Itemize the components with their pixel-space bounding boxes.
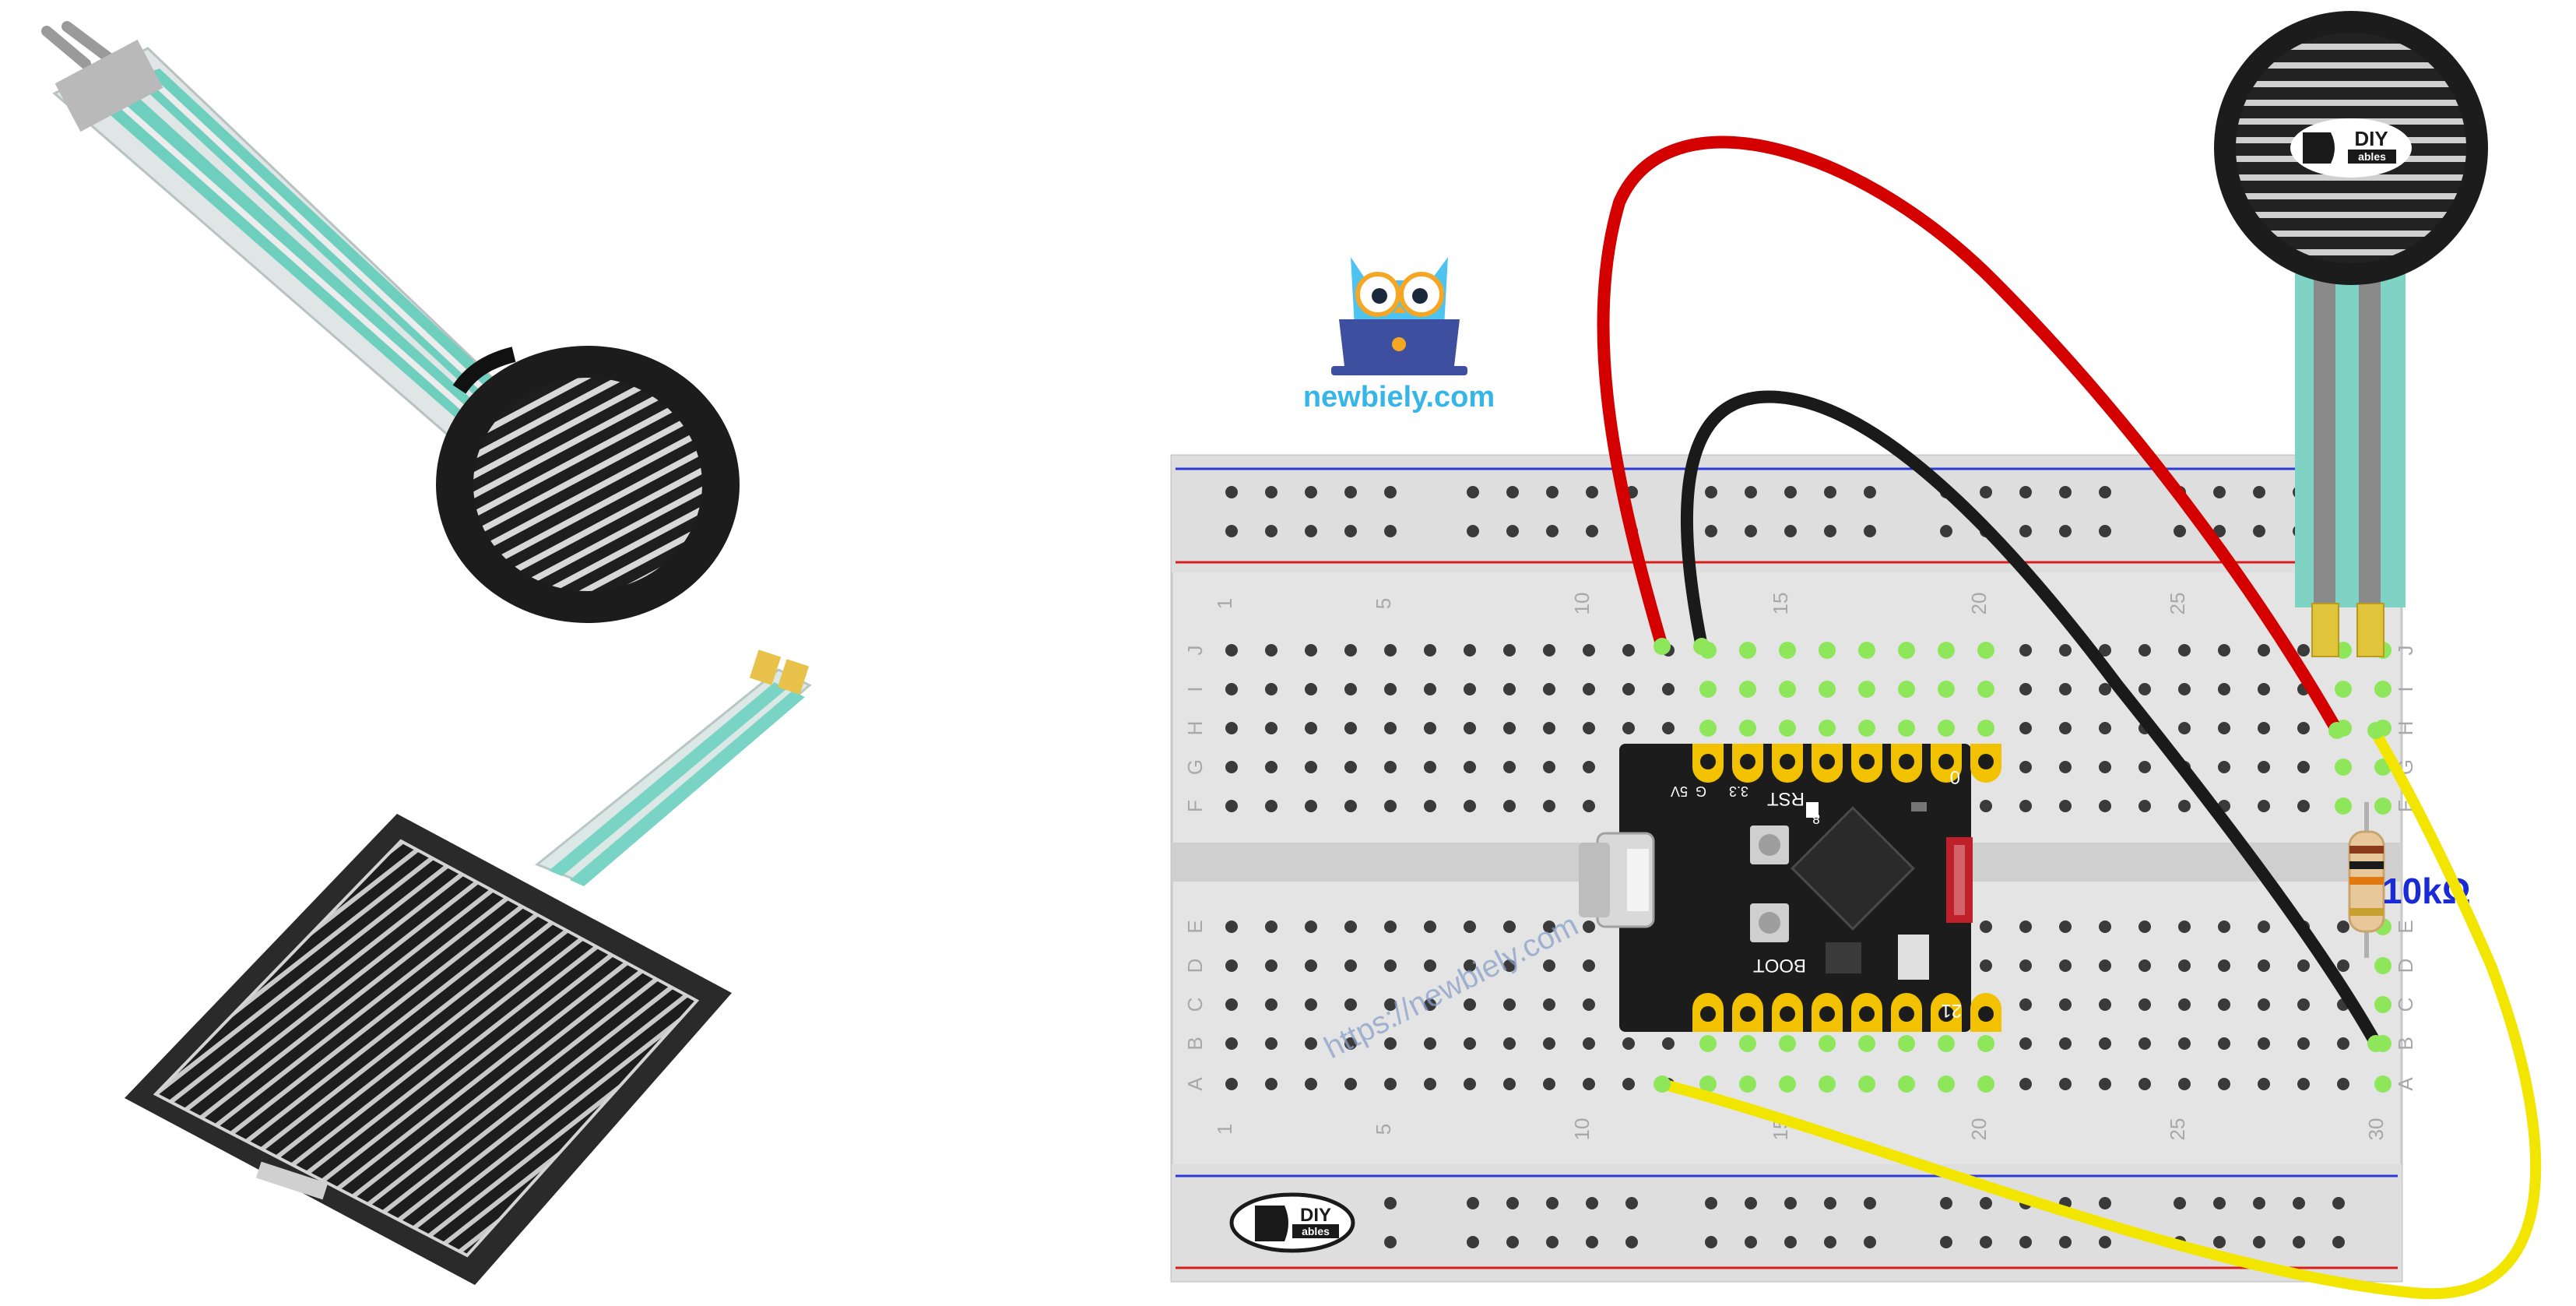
column-number: 25 [2166, 593, 2189, 615]
row-letter: C [1183, 998, 1207, 1012]
column-number: 10 [1570, 593, 1594, 615]
row-letter: C [2394, 998, 2417, 1012]
column-number: 15 [1769, 593, 1792, 615]
label-g: G [1696, 783, 1706, 799]
row-letter: D [2394, 959, 2417, 973]
wire-gnd-black [1680, 390, 2382, 1050]
wire-5v-red [1597, 136, 2343, 737]
column-number: 1 [1213, 1124, 1236, 1135]
row-letter: J [1183, 646, 1207, 656]
column-number: 1 [1213, 598, 1236, 609]
column-number: 25 [2166, 1118, 2189, 1141]
esp32-c3-super-mini-board: 5V G 3.3 RST 8 BOOT 0 21 [1579, 744, 2001, 1032]
row-letter: J [2394, 646, 2417, 656]
terminal-holes [1225, 642, 2391, 1093]
column-number: 30 [2364, 1118, 2388, 1141]
column-number: 20 [1967, 1118, 1991, 1141]
resistor-10k [2348, 802, 2385, 958]
newbiely-logo [1331, 257, 1467, 375]
pin-label-bottom-right: 21 [1941, 1000, 1962, 1021]
square-fsr-sensor [125, 649, 812, 1285]
row-letter: A [1183, 1077, 1207, 1091]
diyables-logo-fsr-top: DIY [2354, 127, 2388, 150]
round-fsr-sensor [41, 21, 740, 623]
diyables-logo-small: DIY ables [1229, 1192, 1355, 1253]
column-number: 20 [1967, 593, 1991, 615]
row-letter: H [1183, 721, 1207, 736]
row-letter: I [2394, 686, 2417, 692]
row-letter: G [1183, 759, 1207, 775]
fsr-sensor-module: DIY ables [2214, 11, 2488, 657]
row-letter: E [2394, 920, 2417, 933]
column-number: 10 [1570, 1118, 1594, 1141]
label-3v3: 3.3 [1729, 783, 1748, 799]
row-letter: I [1183, 686, 1207, 692]
label-rst: RST [1767, 788, 1805, 809]
row-letter: B [2394, 1037, 2417, 1050]
row-letter: F [1183, 800, 1207, 812]
row-letter: B [1183, 1037, 1207, 1050]
row-letter: H [2394, 721, 2417, 736]
diyables-logo-small-top: DIY [1300, 1205, 1331, 1226]
wire-signal-yellow [1657, 725, 2542, 1300]
row-letter: E [1183, 920, 1207, 933]
column-number: 5 [1372, 598, 1395, 609]
label-5v: 5V [1671, 783, 1688, 799]
column-number: 5 [1372, 1124, 1395, 1135]
row-letter: A [2394, 1077, 2417, 1091]
pin-label-top-right: 0 [1950, 766, 1960, 787]
power-rail-holes [1225, 486, 2345, 1248]
label-boot: BOOT [1753, 955, 1806, 976]
label-8: 8 [1812, 811, 1820, 826]
diyables-logo-small-bottom: ables [1302, 1225, 1330, 1237]
row-letter: D [1183, 959, 1207, 973]
newbiely-site-name: newbiely.com [1303, 381, 1495, 414]
diyables-logo-fsr-bottom: ables [2358, 150, 2386, 163]
